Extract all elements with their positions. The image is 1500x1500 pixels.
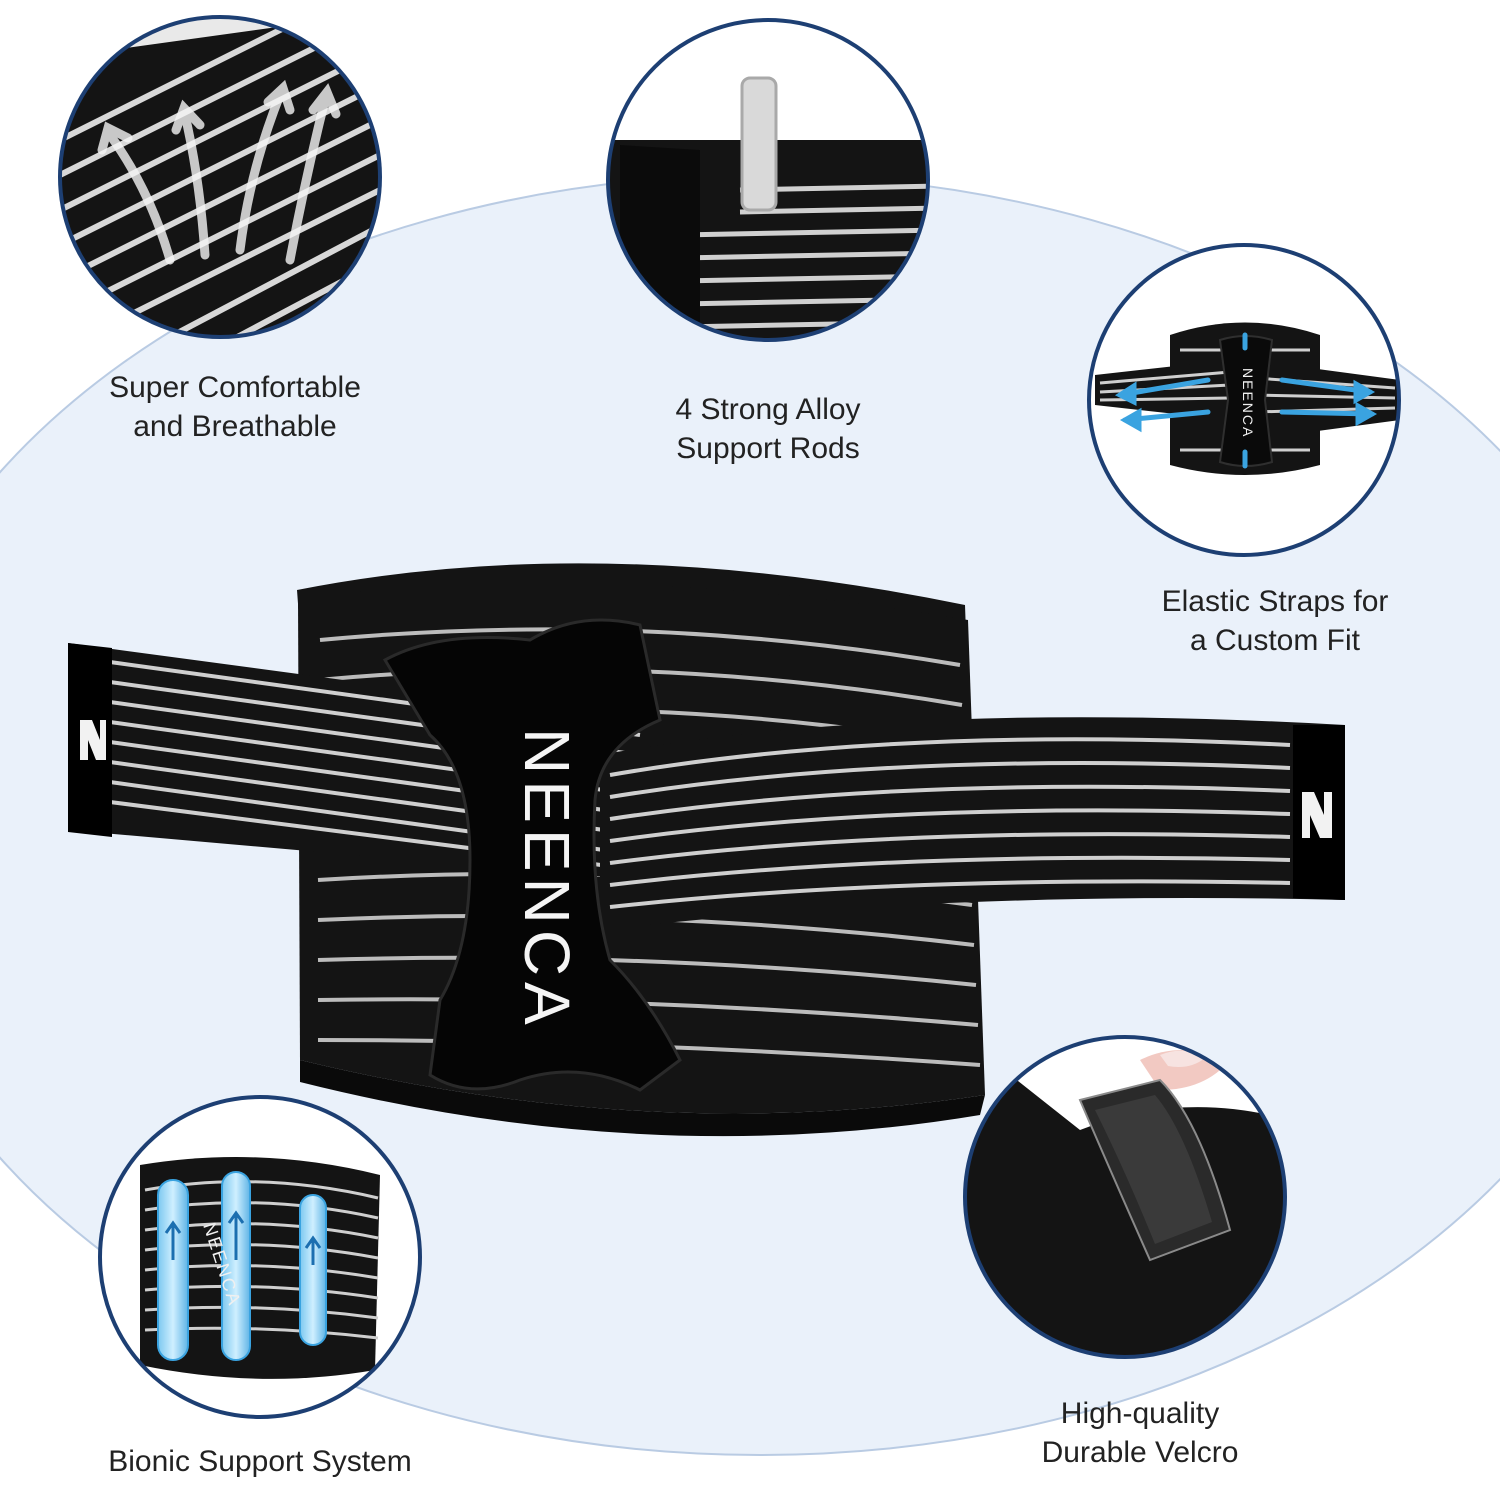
right-elastic-strap — [600, 717, 1345, 930]
feature-caption-bionic: Bionic Support System — [108, 1445, 412, 1478]
left-strap-logo-icon — [80, 720, 106, 760]
airflow-arrows-icon — [97, 79, 341, 265]
elastic-straps-circle: NEENCA — [1087, 243, 1401, 557]
velcro-patch-icon — [1078, 1078, 1232, 1262]
straps-brand-mark: NEENCA — [1240, 368, 1256, 438]
alloy-rods-circle — [606, 18, 930, 342]
feature-caption-breathable: Super Comfortable and Breathable — [109, 371, 361, 443]
bionic-support-circle: NEENCA — [98, 1095, 422, 1419]
right-strap-logo-icon — [1302, 792, 1332, 838]
feature-caption-velcro: High-quality Durable Velcro — [1041, 1397, 1239, 1469]
velcro-circle — [963, 1035, 1287, 1359]
belt-lower-rim — [300, 1060, 985, 1137]
main-belt-image: NEENCA — [68, 563, 1345, 1137]
stretch-arrows-icon — [1114, 332, 1378, 469]
breathable-fabric-circle — [58, 15, 382, 339]
feature-caption-rods: 4 Strong Alloy Support Rods — [675, 393, 861, 465]
feature-caption-straps: Elastic Straps for a Custom Fit — [1161, 585, 1389, 657]
center-support-panel — [382, 618, 682, 1092]
right-strap-stripes — [609, 737, 1291, 909]
support-pad-icon — [157, 1171, 327, 1361]
brand-wordmark: NEENCA — [511, 728, 583, 1031]
alloy-rod-icon — [740, 76, 778, 212]
